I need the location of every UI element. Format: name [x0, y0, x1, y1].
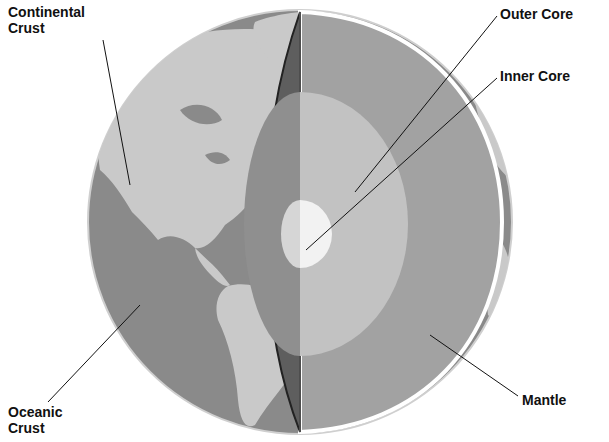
leader-line	[430, 335, 518, 396]
layer-label: Continental Crust	[8, 4, 103, 36]
outer-core-right	[300, 92, 408, 356]
layer-label: Outer Core	[500, 6, 604, 22]
inner-core-left	[281, 200, 300, 268]
layer-label: Inner Core	[500, 68, 604, 84]
layer-label: Oceanic Crust	[8, 404, 78, 436]
inner-core-right	[300, 200, 332, 268]
mantle-right-wall	[300, 12, 502, 432]
leader-line	[103, 40, 130, 185]
layer-label: Mantle	[522, 392, 602, 408]
globe	[88, 10, 512, 434]
outer-core-left	[244, 92, 300, 356]
leader-line	[48, 305, 140, 402]
leader-line	[355, 16, 497, 192]
great-lakes	[205, 152, 230, 164]
central-america	[195, 248, 230, 286]
leader-line	[306, 78, 497, 250]
hudson-bay	[180, 105, 222, 125]
